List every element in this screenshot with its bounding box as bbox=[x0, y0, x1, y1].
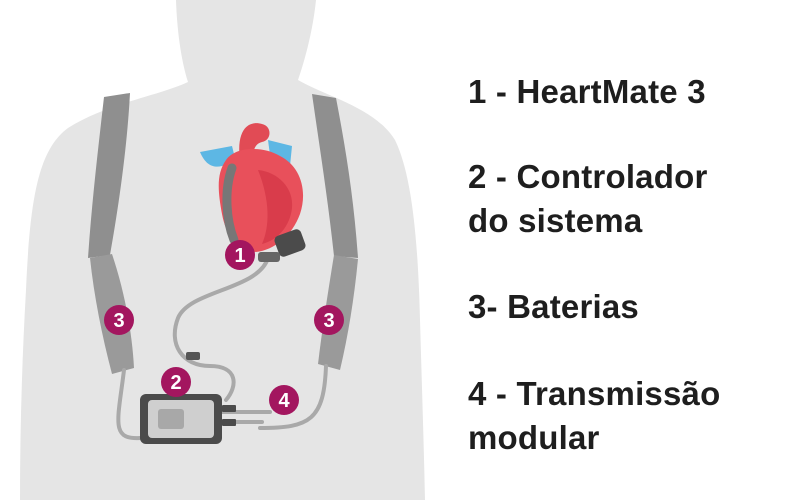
legend-item-controller: 2 - Controlador do sistema bbox=[468, 155, 708, 243]
driveline-cable bbox=[172, 256, 270, 402]
left-strap bbox=[88, 93, 130, 258]
inflow-cannula bbox=[222, 163, 239, 245]
heart-illustration bbox=[200, 123, 306, 262]
svg-text:3: 3 bbox=[113, 310, 124, 332]
legend-item-controller-line1: 2 - Controlador bbox=[468, 158, 708, 195]
system-controller bbox=[140, 394, 236, 444]
pump-outflow bbox=[258, 252, 280, 262]
legend-item-transmission-line1: 4 - Transmissão bbox=[468, 375, 721, 412]
pump-body bbox=[274, 229, 306, 257]
legend-item-heartmate-text: 1 - HeartMate 3 bbox=[468, 73, 706, 110]
right-strap bbox=[312, 94, 358, 258]
svg-text:1: 1 bbox=[234, 245, 245, 267]
left-battery-cable bbox=[116, 368, 152, 441]
legend-item-transmission: 4 - Transmissão modular bbox=[468, 372, 720, 460]
heart-shading bbox=[258, 170, 293, 244]
legend-item-transmission-line2: modular bbox=[468, 419, 600, 456]
legend-item-controller-line2: do sistema bbox=[468, 202, 643, 239]
legend-item-batteries-text: 3- Baterias bbox=[468, 288, 639, 325]
marker-4: 4 bbox=[269, 385, 299, 415]
svg-text:3: 3 bbox=[323, 310, 334, 332]
marker-3-right: 3 bbox=[314, 305, 344, 335]
marker-3-left: 3 bbox=[104, 305, 134, 335]
driveline-connector bbox=[186, 352, 200, 360]
svg-text:4: 4 bbox=[278, 390, 290, 412]
marker-1: 1 bbox=[225, 240, 255, 270]
legend-item-batteries: 3- Baterias bbox=[468, 285, 639, 329]
legend-item-heartmate: 1 - HeartMate 3 bbox=[468, 70, 706, 114]
marker-2: 2 bbox=[161, 367, 191, 397]
svg-text:2: 2 bbox=[170, 372, 181, 394]
right-battery-cable bbox=[258, 364, 328, 430]
